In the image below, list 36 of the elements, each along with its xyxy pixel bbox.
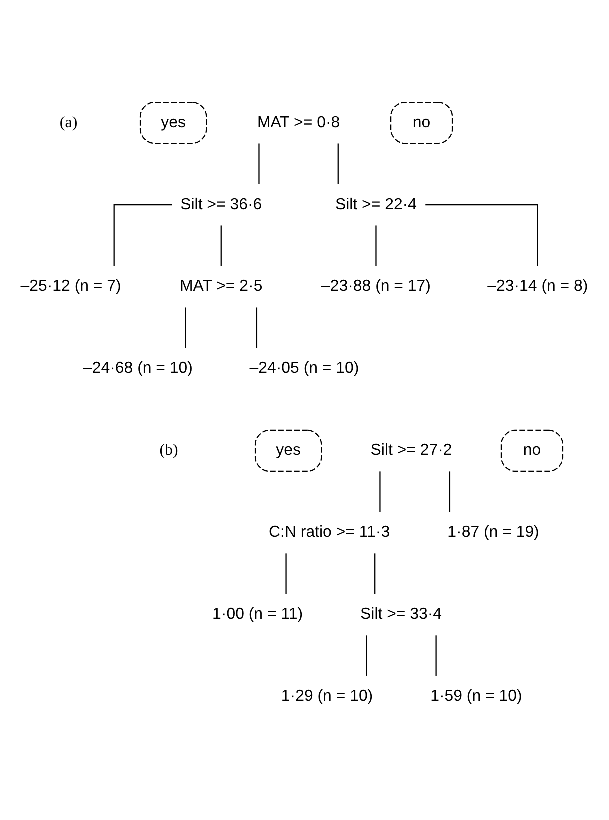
node-text: Silt >= 27·2	[370, 442, 452, 460]
node-text: –24·05 (n = 10)	[250, 360, 360, 378]
node-text: –25·12 (n = 7)	[20, 278, 122, 296]
node-text: Silt >= 36·6	[180, 196, 262, 214]
node-box: yes	[254, 430, 322, 472]
connector	[366, 636, 368, 676]
connector	[380, 472, 381, 512]
node-text: C:N ratio >= 11·3	[269, 524, 390, 542]
connector	[256, 308, 258, 348]
node-text: Silt >= 22·4	[335, 196, 417, 214]
node-text: –24·68 (n = 10)	[84, 360, 193, 378]
connector	[114, 204, 172, 266]
node-text: 1·87 (n = 19)	[448, 524, 540, 542]
connector	[426, 204, 538, 266]
node-text: 1·29 (n = 10)	[281, 688, 374, 706]
node-text: Silt >= 33·4	[360, 606, 442, 624]
node-text: MAT >= 0·8	[257, 114, 340, 132]
connector	[338, 144, 339, 184]
connector	[220, 226, 222, 266]
label: (b)	[160, 442, 178, 460]
node-box: no	[390, 102, 454, 144]
node-text: MAT >= 2·5	[180, 278, 263, 296]
connector	[286, 554, 287, 594]
connector	[185, 308, 186, 348]
connector	[374, 554, 376, 594]
node-box: yes	[140, 102, 208, 144]
node-box: no	[500, 430, 564, 472]
node-text: –23·14 (n = 8)	[488, 278, 588, 296]
connector	[449, 472, 451, 512]
node-text: 1·59 (n = 10)	[430, 688, 522, 706]
connector	[436, 636, 437, 676]
label: (a)	[60, 114, 78, 132]
connector	[258, 144, 260, 184]
node-text: –23·88 (n = 17)	[322, 278, 431, 296]
node-text: 1·00 (n = 11)	[212, 606, 304, 624]
connector	[376, 226, 377, 266]
